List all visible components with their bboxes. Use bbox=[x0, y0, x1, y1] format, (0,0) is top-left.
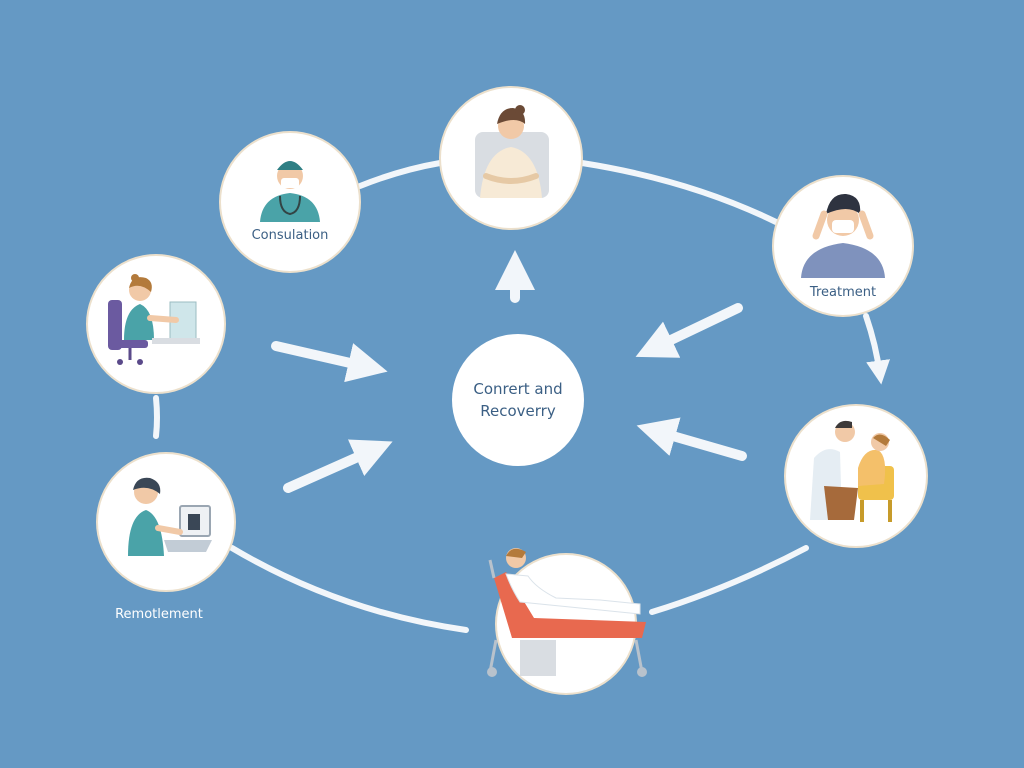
node-patient-seated bbox=[439, 86, 583, 230]
center-node-circle bbox=[452, 334, 584, 466]
person-with-face-mask-icon bbox=[801, 193, 885, 278]
center-label: Conrert and Recoverry bbox=[473, 380, 563, 420]
center-arrows bbox=[271, 250, 747, 493]
node-consultation bbox=[219, 131, 361, 273]
person-at-desk-icon bbox=[108, 274, 200, 365]
node-desk-work bbox=[86, 254, 226, 394]
connector-therapy-recovery bbox=[649, 545, 809, 615]
node-remote bbox=[96, 452, 236, 592]
connector-recovery-remote bbox=[229, 545, 469, 633]
person-at-laptop-icon bbox=[128, 477, 212, 556]
arrow-from-left-top bbox=[271, 341, 388, 383]
arrow-from-left-bottom bbox=[283, 439, 393, 493]
arrow-from-right-top bbox=[635, 303, 743, 358]
treatment-label: Treatment bbox=[809, 285, 877, 300]
node-treatment bbox=[772, 175, 914, 317]
patient-seated-icon bbox=[475, 105, 549, 198]
doctor-examining-patient-icon bbox=[810, 420, 894, 522]
connector-seated-treatment bbox=[579, 160, 779, 225]
doctor-with-mask-icon bbox=[260, 161, 320, 222]
arrow-from-right-bottom bbox=[636, 417, 747, 461]
node-recovery-bed bbox=[487, 548, 647, 695]
connector-treatment-therapy bbox=[863, 313, 890, 385]
connector-consultation-seated bbox=[357, 160, 443, 189]
remote-label: Remotlement bbox=[115, 607, 203, 622]
node-therapy bbox=[784, 404, 928, 548]
connector-remote-desk bbox=[153, 395, 160, 439]
consultation-label: Consulation bbox=[251, 228, 329, 243]
connector-arcs bbox=[153, 160, 890, 633]
patient-on-recliner-icon bbox=[487, 548, 647, 677]
